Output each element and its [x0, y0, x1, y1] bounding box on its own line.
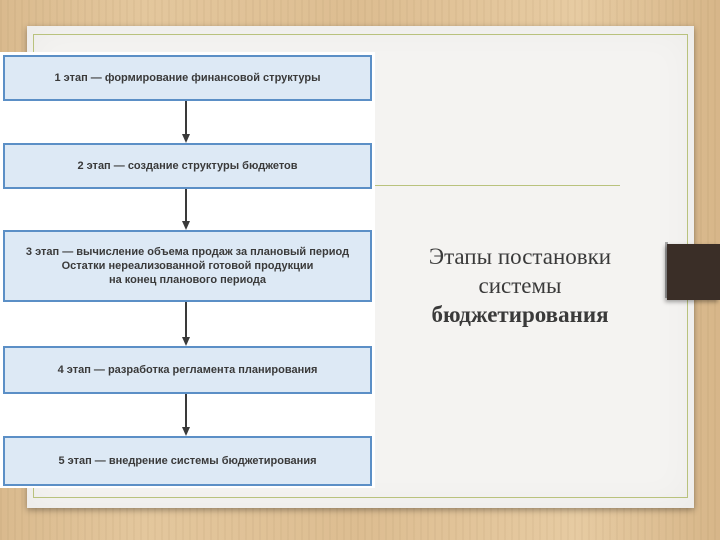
step-3: 3 этап — вычисление объема продаж за пла…	[3, 230, 372, 302]
arrow-1-2	[182, 101, 191, 143]
title-line-3: бюджетирования	[431, 302, 609, 327]
arrow-2-3	[182, 189, 191, 230]
step-5: 5 этап — внедрение системы бюджетировани…	[3, 436, 372, 486]
step-5-line-1: 5 этап — внедрение системы бюджетировани…	[58, 455, 317, 467]
bookmark-tab	[667, 244, 720, 300]
slide-title: Этапы постановки системы бюджетирования	[395, 242, 645, 329]
step-3-line-1: 3 этап — вычисление объема продаж за пла…	[25, 246, 350, 258]
title-line-1: Этапы постановки	[428, 244, 612, 269]
title-line-2: системы	[478, 273, 562, 298]
step-4: 4 этап — разработка регламента планирова…	[3, 346, 372, 394]
step-4-line-1: 4 этап — разработка регламента планирова…	[57, 364, 318, 376]
step-1: 1 этап — формирование финансовой структу…	[3, 55, 372, 101]
arrow-4-5	[182, 394, 191, 436]
step-1-line-1: 1 этап — формирование финансовой структу…	[54, 72, 321, 84]
step-2-line-1: 2 этап — создание структуры бюджетов	[77, 160, 298, 172]
arrow-3-4	[182, 302, 191, 346]
flowchart: 1 этап — формирование финансовой структу…	[0, 52, 375, 488]
step-2: 2 этап — создание структуры бюджетов	[3, 143, 372, 189]
title-divider	[372, 185, 620, 186]
bookmark-pin	[665, 242, 668, 298]
step-3-line-3: на конец планового периода	[108, 274, 267, 286]
step-3-line-2: Остатки нереализованной готовой продукци…	[61, 260, 314, 272]
